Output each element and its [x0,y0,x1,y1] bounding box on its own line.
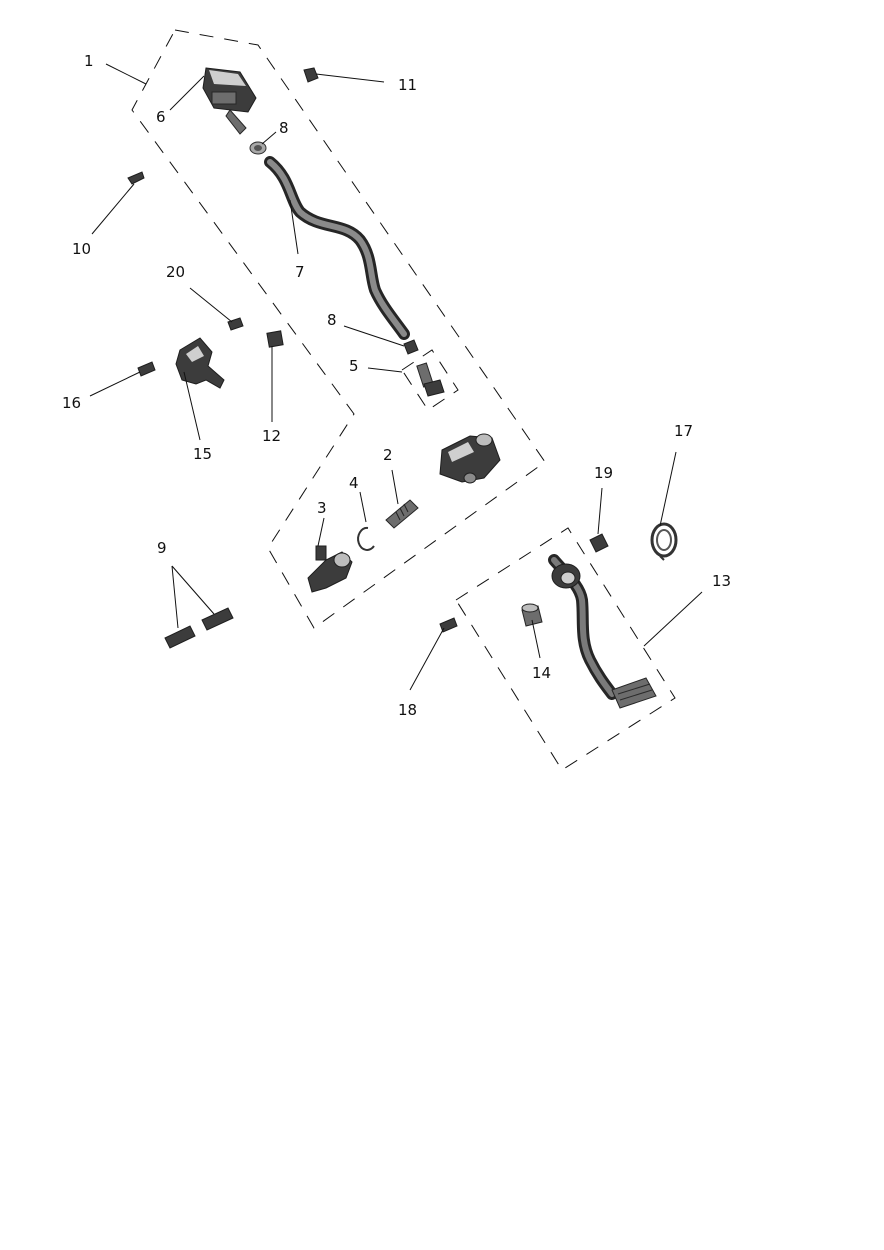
callout-3: 3 [317,499,327,517]
part-bolt-16 [137,361,156,377]
sub-assembly-5-boundary [401,349,459,411]
callout-20: 20 [166,263,185,281]
callout-16: 16 [62,394,81,412]
part-banjo-bolt [416,362,445,397]
assembly-boundaries [131,29,676,771]
callout-12: 12 [262,427,281,445]
callout-6: 6 [156,108,166,126]
part-bolt-10 [127,171,145,185]
pedal-assembly-boundary [455,527,676,771]
part-master-cylinder [439,433,501,484]
callout-14: 14 [532,664,551,682]
part-return-spring [650,522,678,561]
part-brake-pedal [548,554,657,709]
callout-labels: 1 6 11 8 10 7 20 8 5 16 12 15 17 19 2 4 … [62,52,731,719]
part-circlip [357,526,375,551]
callout-8-top: 8 [279,119,289,137]
callout-4: 4 [349,474,359,492]
part-bolts-9 [164,607,234,649]
part-bushing [521,603,543,627]
callout-18: 18 [398,701,417,719]
callout-9: 9 [157,539,167,557]
main-assembly-boundary [131,29,546,629]
callout-1: 1 [84,52,94,70]
part-reservoir [202,67,257,135]
part-hose-clamp-bottom [403,339,419,355]
callout-5: 5 [349,357,359,375]
callout-15: 15 [193,445,212,463]
callout-2: 2 [383,446,393,464]
leader-lines [89,63,703,691]
callout-13: 13 [712,572,731,590]
parts [127,67,678,709]
part-hose [264,156,410,340]
part-switch-assembly [175,337,225,389]
part-clevis [307,545,353,593]
part-bolt-20 [227,317,244,331]
part-hose-clamp-top [249,141,267,155]
callout-7: 7 [295,263,305,281]
callout-10: 10 [72,240,91,258]
part-piston [385,499,419,529]
callout-19: 19 [594,464,613,482]
callout-17: 17 [674,422,693,440]
callout-8-bottom: 8 [327,311,337,329]
part-clip-19 [589,533,609,553]
callout-11: 11 [398,76,417,94]
part-block-12 [266,330,284,348]
part-clip-11 [303,67,319,83]
